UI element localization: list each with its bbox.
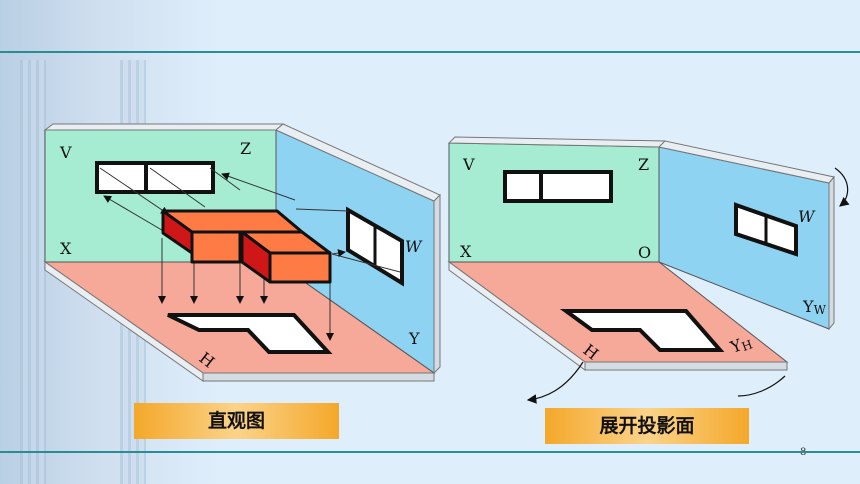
plane-edge xyxy=(433,193,441,375)
unfolded-view: V Z X O W YW H YH xyxy=(447,136,850,404)
rotate-arrow-w xyxy=(834,167,850,207)
rotate-arrow-h-left xyxy=(526,361,584,404)
label-y: Y xyxy=(408,329,420,348)
label-v: V xyxy=(59,143,72,162)
front-view xyxy=(503,170,613,203)
label-v-unfolded: V xyxy=(462,155,475,174)
label-yw: YW xyxy=(802,297,827,317)
plane-edge xyxy=(43,123,285,131)
label-x-unfolded: X xyxy=(460,242,472,261)
caption-unfolded: 展开投影面 xyxy=(545,408,749,444)
label-z: Z xyxy=(240,139,251,158)
label-w: W xyxy=(405,237,423,256)
plane-edge xyxy=(202,372,435,382)
label-o-unfolded: O xyxy=(638,243,651,262)
top-divider xyxy=(0,51,860,53)
label-x: X xyxy=(60,239,72,258)
top-view-projection xyxy=(167,313,333,354)
label-z-unfolded: Z xyxy=(638,155,649,174)
top-view xyxy=(559,309,725,352)
front-view-projection xyxy=(95,161,215,194)
plane-edge xyxy=(584,361,788,371)
label-w-unfolded: W xyxy=(798,207,816,226)
l-shaped-solid xyxy=(161,209,332,284)
projection-lines xyxy=(99,167,401,341)
pictorial-view: V Z X W Y H xyxy=(43,123,441,382)
plane-edge xyxy=(828,175,835,331)
bottom-divider xyxy=(0,451,860,453)
background-column xyxy=(20,60,46,484)
caption-pictorial: 直观图 xyxy=(134,403,339,439)
rotate-arrow-h-right xyxy=(737,375,786,397)
